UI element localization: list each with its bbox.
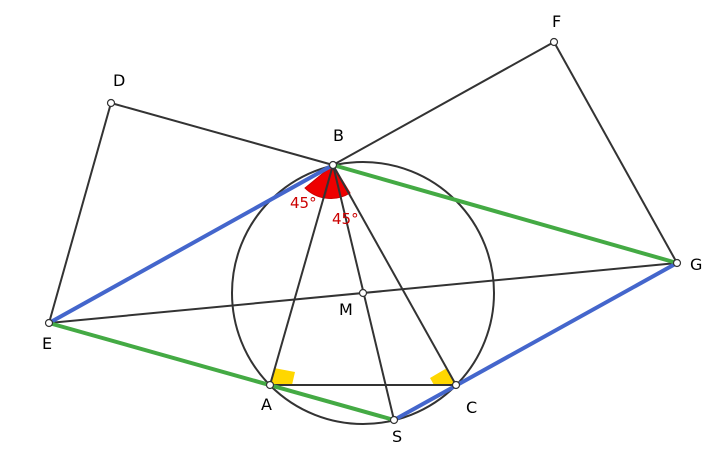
- points: [44, 37, 682, 425]
- label-B: B: [333, 126, 344, 145]
- segment-B-F: [332, 41, 555, 166]
- label-G: G: [690, 255, 702, 274]
- segment-B-A: [269, 164, 334, 386]
- segment-E-B-blue: [48, 163, 334, 325]
- point-S: [389, 415, 399, 425]
- label-E: E: [42, 334, 52, 353]
- right-angle-marker-A: [270, 368, 295, 385]
- segment-D-E: [48, 102, 112, 324]
- label-S: S: [392, 427, 402, 446]
- point-M: [358, 288, 368, 298]
- circumcircle: [231, 161, 495, 425]
- angle-label-right: 45°: [332, 210, 359, 228]
- segment-S-G-blue: [393, 261, 678, 422]
- label-F: F: [552, 12, 561, 31]
- point-B: [328, 160, 338, 170]
- point-D: [106, 98, 116, 108]
- segment-D-B: [110, 102, 334, 166]
- label-A: A: [261, 395, 272, 414]
- segment-B-C: [332, 164, 457, 386]
- point-G: [672, 258, 682, 268]
- segment-E-S-green: [48, 321, 395, 422]
- segment-B-G-green: [332, 163, 678, 265]
- label-C: C: [466, 398, 477, 417]
- angle-label-left: 45°: [290, 194, 317, 212]
- label-D: D: [113, 71, 125, 90]
- point-C: [451, 380, 461, 390]
- right-angle-marker-C: [430, 368, 456, 385]
- label-M: M: [339, 300, 353, 319]
- black-segments: [48, 41, 678, 421]
- segment-F-G: [553, 41, 678, 264]
- point-A: [265, 380, 275, 390]
- point-F: [549, 37, 559, 47]
- point-E: [44, 318, 54, 328]
